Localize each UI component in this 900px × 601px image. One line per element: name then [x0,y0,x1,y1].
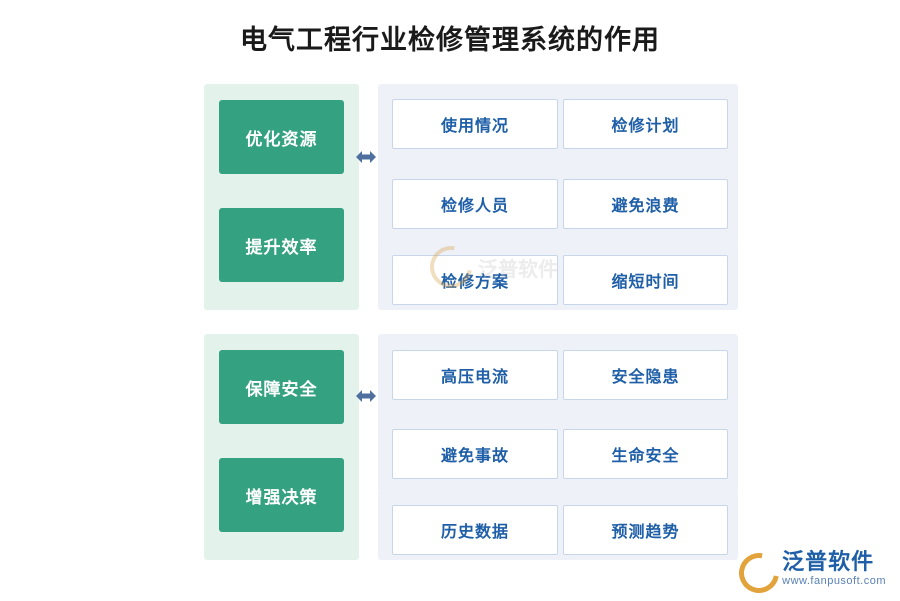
cell-缩短时间[interactable]: 缩短时间 [563,255,728,305]
green-box-优化资源[interactable]: 优化资源 [219,100,344,174]
cell-避免事故[interactable]: 避免事故 [392,429,558,479]
cell-label: 检修计划 [611,116,680,135]
logo-text-block: 泛普软件 www.fanpusoft.com [782,550,886,588]
cell-label: 避免事故 [440,446,509,465]
green-box-label: 优化资源 [245,129,318,150]
green-box-label: 增强决策 [245,487,318,508]
logo-url: www.fanpusoft.com [782,575,886,588]
logo-name: 泛普软件 [782,550,875,576]
cell-label: 安全隐患 [611,367,680,386]
logo-ring-icon [731,545,787,601]
cell-生命安全[interactable]: 生命安全 [563,429,728,479]
double-arrow-icon [355,385,377,407]
cell-label: 缩短时间 [611,272,680,291]
green-box-label: 提升效率 [245,237,318,258]
cell-检修计划[interactable]: 检修计划 [563,99,728,149]
cell-label: 使用情况 [440,116,509,135]
green-box-label: 保障安全 [245,379,318,400]
cell-检修方案[interactable]: 检修方案 [392,255,558,305]
green-box-增强决策[interactable]: 增强决策 [219,458,344,532]
cell-label: 历史数据 [440,522,509,541]
cell-预测趋势[interactable]: 预测趋势 [563,505,728,555]
cell-历史数据[interactable]: 历史数据 [392,505,558,555]
cell-label: 高压电流 [440,367,509,386]
page-title: 电气工程行业检修管理系统的作用 [240,25,660,56]
cell-安全隐患[interactable]: 安全隐患 [563,350,728,400]
cell-检修人员[interactable]: 检修人员 [392,179,558,229]
cell-高压电流[interactable]: 高压电流 [392,350,558,400]
cell-label: 预测趋势 [611,522,680,541]
cell-label: 避免浪费 [611,196,680,215]
green-box-提升效率[interactable]: 提升效率 [219,208,344,282]
cell-label: 检修方案 [440,272,509,291]
cell-使用情况[interactable]: 使用情况 [392,99,558,149]
green-box-保障安全[interactable]: 保障安全 [219,350,344,424]
cell-label: 检修人员 [440,196,509,215]
cell-label: 生命安全 [611,446,680,465]
double-arrow-icon [355,146,377,168]
brand-logo: 泛普软件 www.fanpusoft.com [731,545,886,601]
cell-避免浪费[interactable]: 避免浪费 [563,179,728,229]
